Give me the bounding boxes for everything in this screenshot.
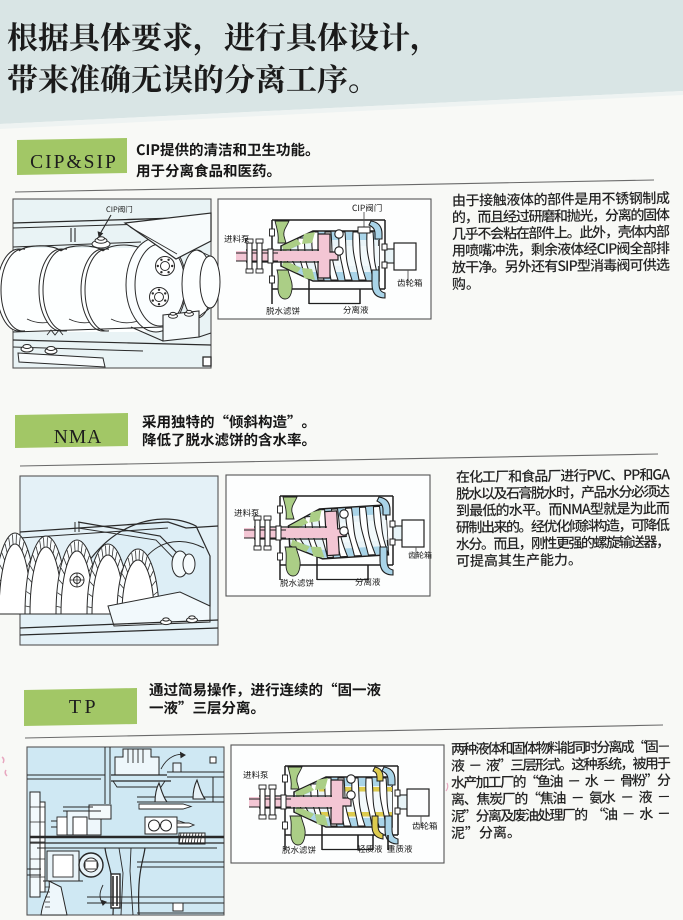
svg-text:TP: TP xyxy=(69,696,99,718)
svg-text:CIP&SIP: CIP&SIP xyxy=(30,152,118,173)
svg-text:NMA: NMA xyxy=(54,427,103,448)
